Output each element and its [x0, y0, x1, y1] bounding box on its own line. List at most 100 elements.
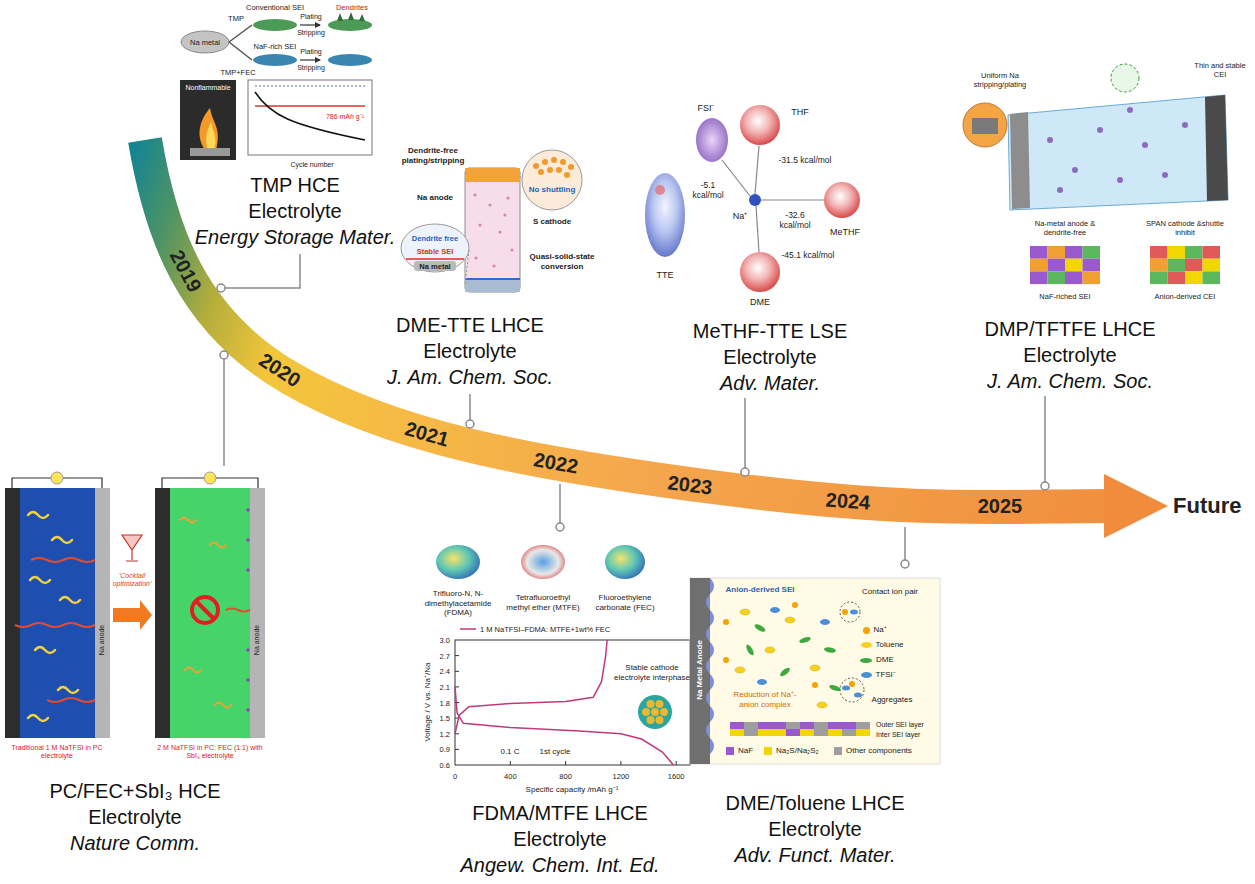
dmp-illustration: [1127, 107, 1133, 113]
pc-fec-illustration: [192, 597, 218, 623]
pc-fec-annotation: 2 M NaTFSI in PC: FEC (1:1) with SbI₃ el…: [155, 744, 265, 761]
pc-fec-illustration: [226, 609, 250, 612]
dmp-annotation: Na-metal anode & dendrite-free: [1020, 219, 1110, 237]
dme-tte-annotation: Dendrite-free plating/stripping: [397, 146, 469, 165]
tmp-illustration: [253, 19, 297, 31]
tmp-illustration: [300, 59, 320, 60]
dme-toluene-illustration: [814, 729, 828, 736]
pc-fec-illustration: [5, 488, 20, 738]
legend-swatch: [863, 627, 870, 634]
dme-toluene-illustration: [800, 729, 814, 736]
tmp-illustration: [206, 122, 215, 150]
leader-line: [901, 560, 909, 568]
leader-line: [469, 394, 471, 420]
leader-line: [466, 420, 474, 428]
dme-tte-illustration: [551, 157, 557, 163]
dme-toluene-illustration: [779, 666, 791, 678]
dme-tte-illustration: [465, 280, 520, 292]
tmp-annotation: Stripping: [297, 29, 325, 37]
fdma-annotation: Voltage / V vs. Na⁺/Na: [423, 662, 433, 741]
entry-title: DME-TTE LHCE: [386, 312, 554, 338]
methf-illustration: [755, 146, 759, 194]
dmp-illustration: [1047, 107, 1188, 193]
dmp-illustration: [1168, 271, 1186, 284]
tmp-illustration: [328, 54, 372, 66]
fdma-illustration: [455, 687, 673, 765]
legend-swatch: [726, 747, 734, 755]
methf-illustration: [696, 118, 728, 162]
y-tick-label: 1.8: [440, 698, 450, 707]
dme-toluene-illustration: [842, 686, 850, 691]
pc-fec-illustration: [30, 577, 50, 583]
leader-line: [225, 254, 300, 288]
methf-annotation: THF: [791, 107, 809, 118]
leader-line: [556, 523, 564, 531]
pc-fec-annotation: Traditional 1 M NaTFSI in PC electrolyte: [5, 744, 109, 761]
tmp-annotation: Stripping: [297, 64, 325, 72]
entry-title: PC/FEC+SbI₃ HCE: [49, 778, 222, 804]
pc-fec-illustration: [155, 488, 265, 738]
dme-tte-illustration: [465, 168, 520, 292]
journal-name: Nature Comm.: [49, 830, 222, 856]
dmp-illustration: [1168, 259, 1186, 272]
y-tick-label: 2.1: [440, 682, 450, 691]
dme-tte-illustration: [406, 258, 464, 260]
dmp-illustration: [1185, 259, 1203, 272]
pc-fec-illustration: [250, 488, 265, 738]
fdma-annotation: Tetrafluoroethyl methyl ether (MTFE): [503, 593, 583, 612]
tmp-annotation: Dendrites: [336, 3, 368, 12]
pc-fec-illustration: [246, 508, 250, 512]
methf-annotation: MeTHF: [830, 227, 860, 238]
fdma-illustration: [455, 640, 690, 765]
dmp-illustration: [1182, 122, 1188, 128]
dmp-illustration: [1150, 246, 1168, 259]
tmp-illustration: [253, 54, 297, 66]
timeline-entry: DME-TTE LHCEElectrolyteJ. Am. Chem. Soc.: [382, 312, 558, 390]
dme-tte-illustration: [474, 256, 477, 259]
pc-fec-illustration: [28, 512, 48, 518]
dmp-illustration: [1008, 95, 1228, 210]
tmp-illustration: [337, 12, 365, 21]
dme-tte-illustration: [510, 248, 513, 251]
dme-tte-illustration: [568, 164, 574, 170]
dme-tte-annotation: Na metal: [419, 262, 450, 271]
x-tick-label: 400: [504, 772, 517, 781]
fdma-illustration: [436, 545, 480, 579]
dme-toluene-illustration: [757, 607, 862, 698]
dmp-illustration: [1185, 271, 1203, 284]
dme-toluene-illustration: [706, 578, 714, 764]
entry-type: Electrolyte: [194, 198, 397, 224]
entry-title: DMP/TFTFE LHCE: [983, 316, 1157, 342]
journal-name: J. Am. Chem. Soc.: [386, 364, 554, 390]
dme-tte-annotation: Dendrite free: [412, 234, 458, 243]
dme-toluene-illustration: [730, 729, 744, 736]
fdma-annotation: 1 M NaTFSI–FDMA: MTFE+1wt% FEC: [480, 625, 610, 634]
entry-title: DME/Toluene LHCE: [725, 790, 906, 816]
dme-tte-illustration: [538, 169, 544, 175]
dme-toluene-illustration: [842, 729, 856, 736]
tmp-illustration: [328, 19, 372, 31]
dmp-illustration: [1083, 259, 1101, 272]
dme-toluene-illustration: [856, 722, 870, 729]
fdma-illustration: [510, 761, 676, 765]
dme-toluene-illustration: [820, 619, 830, 625]
tmp-annotation: TMP: [228, 14, 244, 23]
dme-toluene-illustration: [856, 729, 870, 736]
dmp-illustration: [1048, 246, 1066, 259]
fdma-illustration: [455, 640, 607, 734]
journal-name: Adv. Funct. Mater.: [725, 842, 906, 868]
dmp-illustration: [1072, 167, 1078, 173]
entry-title: FDMA/MTFE LHCE: [460, 800, 661, 826]
dme-tte-illustration: [560, 159, 566, 165]
methf-annotation: DME: [750, 297, 770, 308]
dmp-illustration: [1117, 177, 1123, 183]
tmp-annotation: Conventional SEI: [246, 3, 304, 12]
leader-line: [1041, 482, 1049, 490]
dmp-illustration: [1185, 246, 1203, 259]
legend-swatch: [861, 642, 872, 648]
legend-label: Other components: [846, 746, 912, 756]
pc-fec-illustration: [58, 687, 78, 693]
pc-fec-illustration: [246, 568, 250, 572]
dmp-illustration: [1142, 142, 1148, 148]
methf-annotation: -5.1 kcal/mol: [687, 180, 729, 200]
